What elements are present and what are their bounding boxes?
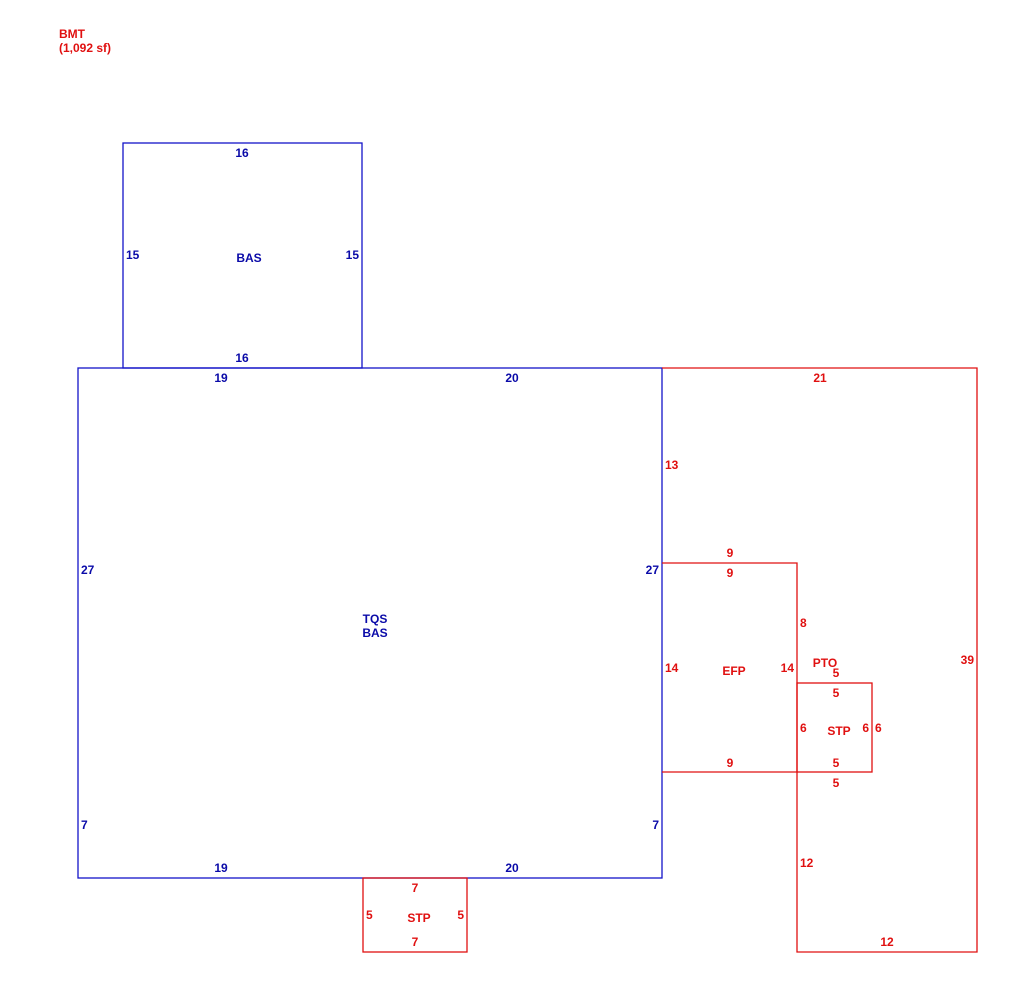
upper-bas-label: BAS [236, 251, 261, 265]
pto-left-lower-dim: 12 [800, 856, 814, 870]
upper-bas-bottom-dim: 16 [235, 351, 249, 365]
sketch-area: (1,092 sf) [59, 41, 111, 55]
main-left-lower-dim: 7 [81, 818, 88, 832]
pto-bottom-dim: 12 [880, 935, 894, 949]
pto-label: PTO [813, 656, 837, 670]
pto-left-upper-dim: 13 [665, 458, 679, 472]
pto-outline [662, 367, 978, 953]
efp-top-inner-dim: 9 [727, 566, 734, 580]
stp-right-left-dim: 6 [800, 721, 807, 735]
stp-bottom-top-dim: 7 [412, 881, 419, 895]
stp-right-bottom-inner-dim: 5 [833, 756, 840, 770]
stp-right-top-outer-dim: 5 [833, 666, 840, 680]
main-label-tqs: TQS [363, 612, 388, 626]
main-bottom-left-dim: 19 [214, 861, 228, 875]
upper-bas-left-dim: 15 [126, 248, 140, 262]
stp-bottom-left-dim: 5 [366, 908, 373, 922]
efp-outline [662, 562, 798, 773]
upper-bas-right-dim: 15 [346, 248, 360, 262]
efp-top-outer-dim: 9 [727, 546, 734, 560]
pto-top-dim: 21 [813, 371, 827, 385]
main-top-left-dim: 19 [214, 371, 228, 385]
stp-right-top-inner-dim: 5 [833, 686, 840, 700]
stp-right-label: STP [827, 724, 850, 738]
stp-bottom-right-dim: 5 [457, 908, 464, 922]
upper-bas-top-dim: 16 [235, 146, 249, 160]
stp-bottom-bottom-dim: 7 [412, 935, 419, 949]
sketch-title: BMT [59, 27, 86, 41]
efp-left-dim: 14 [665, 661, 679, 675]
main-left-upper-dim: 27 [81, 563, 95, 577]
stp-bottom-outline [362, 877, 468, 953]
main-bottom-right-dim: 20 [505, 861, 519, 875]
stp-right-outline [796, 682, 873, 773]
pto-inner-vertical-dim: 8 [800, 616, 807, 630]
main-right-lower-dim: 7 [652, 818, 659, 832]
main-right-upper-dim: 27 [646, 563, 660, 577]
pto-right-dim: 39 [961, 653, 975, 667]
main-label-bas: BAS [362, 626, 387, 640]
stp-right-right-inner-dim: 6 [862, 721, 869, 735]
stp-bottom-label: STP [407, 911, 430, 925]
stp-right-right-outer-dim: 6 [875, 721, 882, 735]
main-top-right-dim: 20 [505, 371, 519, 385]
efp-right-dim: 14 [781, 661, 795, 675]
efp-label: EFP [722, 664, 745, 678]
stp-right-bottom-outer-dim: 5 [833, 776, 840, 790]
efp-bottom-dim: 9 [727, 756, 734, 770]
